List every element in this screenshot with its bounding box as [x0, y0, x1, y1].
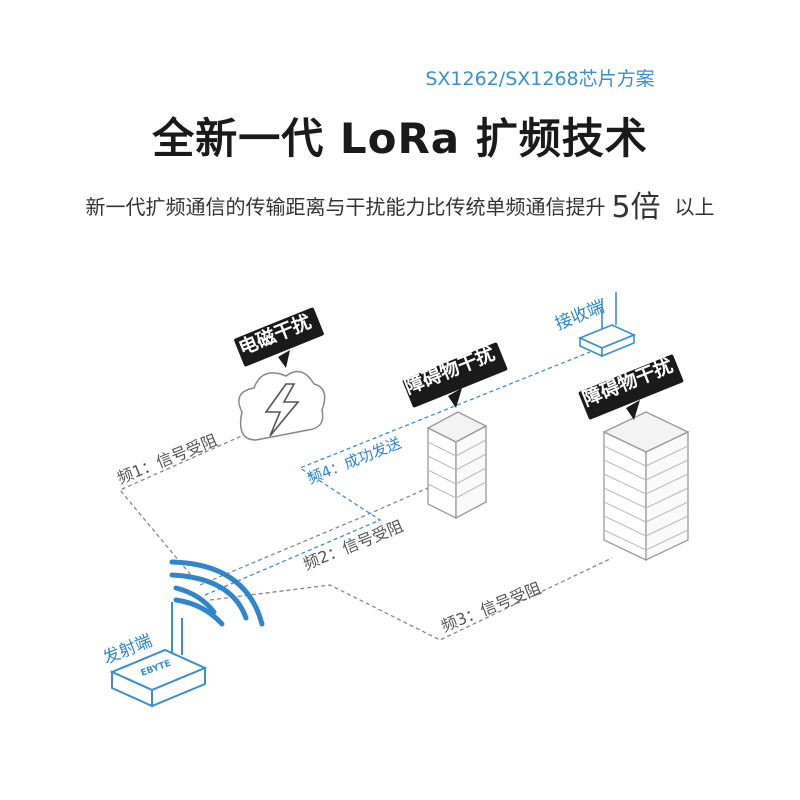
transmitter-device: EBYTE — [109, 602, 208, 708]
freq4-label: 频4：成功发送 — [305, 434, 404, 488]
lightning-icon — [264, 383, 300, 437]
obstacle-2-label: 障碍物干扰 — [578, 354, 684, 420]
obstacle-1 — [426, 411, 488, 520]
obstacle-1-label: 障碍物干扰 — [401, 342, 508, 408]
page-title: 全新一代 LoRa 扩频技术 — [152, 114, 648, 163]
signal-waves — [169, 559, 265, 627]
receiver-label: 接收端 — [552, 297, 607, 335]
freq2-label: 频2：信号受阻 — [300, 516, 406, 573]
em-interference-label: 电磁干扰 — [234, 307, 324, 368]
description-tail: 以上 — [674, 195, 715, 219]
freq1-label: 频1：信号受阻 — [114, 430, 220, 487]
chip-subtitle: SX1262/SX1268芯片方案 — [425, 68, 655, 90]
description-text: 新一代扩频通信的传输距离与干扰能力比传统单频通信提升 — [85, 195, 606, 219]
obstacle-2 — [602, 411, 690, 562]
path-freq2 — [199, 487, 429, 586]
path-freq3 — [209, 557, 613, 641]
freq3-label: 频3：信号受阻 — [438, 578, 544, 635]
description-highlight: 5倍 — [611, 190, 661, 225]
path-freq4 — [204, 351, 591, 596]
receiver-device — [577, 292, 637, 358]
